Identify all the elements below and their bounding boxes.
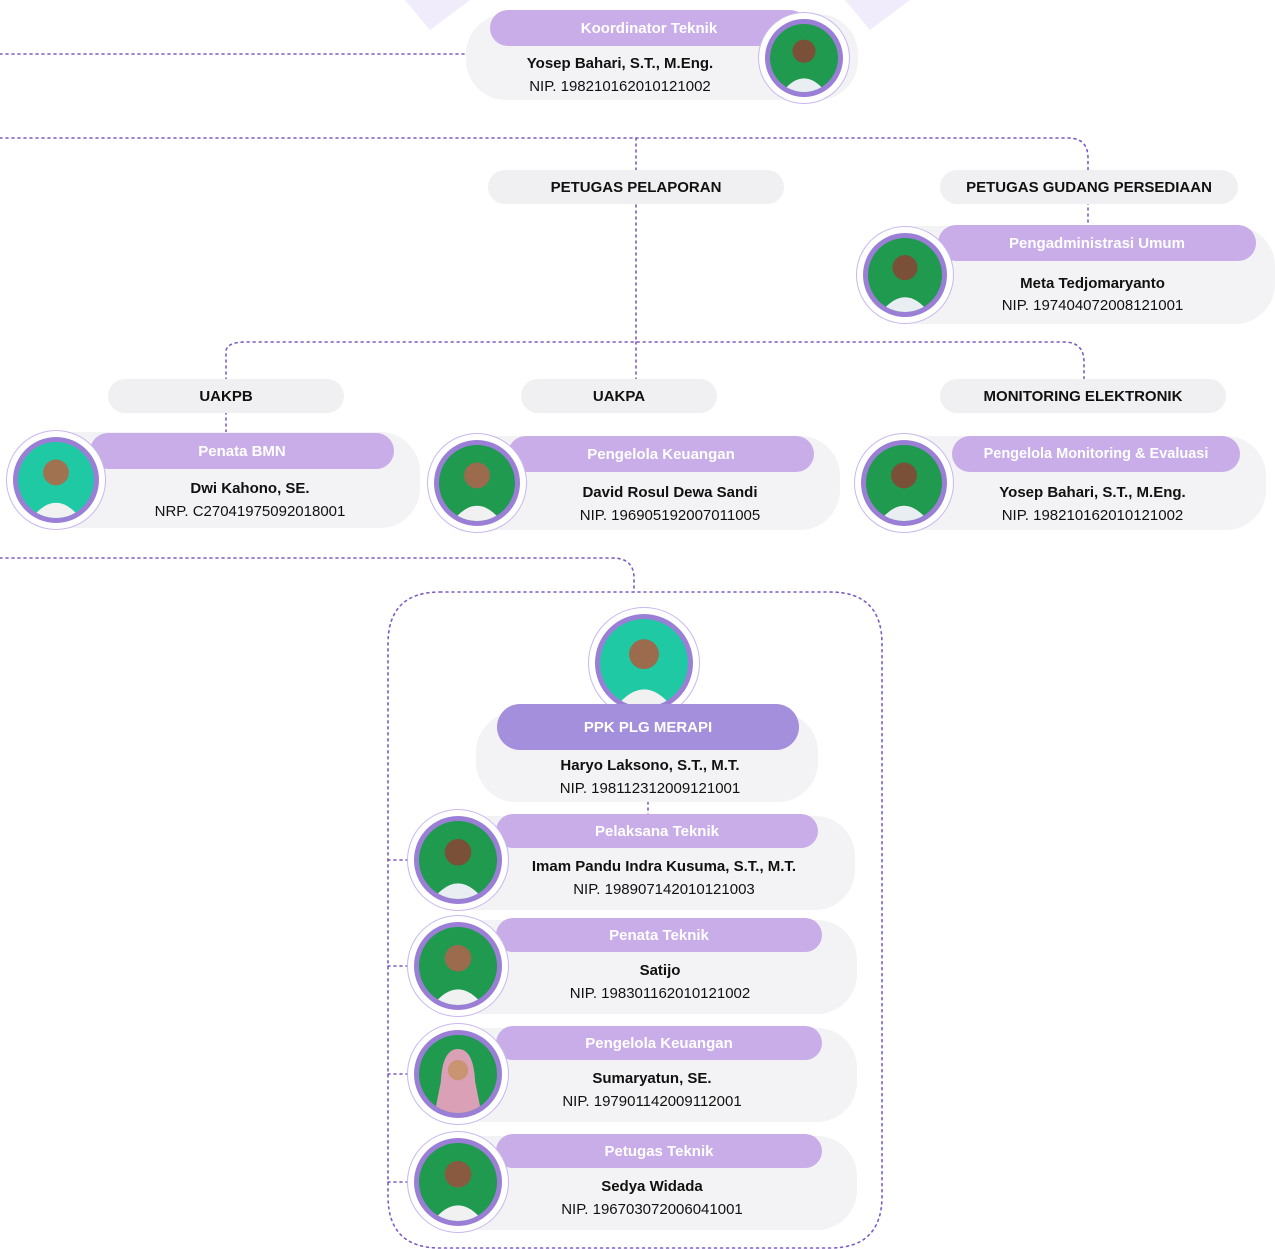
monitoring-avatar	[855, 434, 953, 532]
team-nip-2: NIP. 198301162010121002	[569, 985, 751, 1002]
team-name-4: Sedya Widada	[601, 1178, 703, 1195]
ppk-avatar	[589, 608, 699, 718]
section-petugas-pelaporan: PETUGAS PELAPORAN	[488, 170, 784, 204]
uakpb-avatar	[7, 431, 105, 529]
team-name-3: Sumaryatun, SE.	[592, 1070, 712, 1087]
uakpa-avatar	[428, 434, 526, 532]
section-monitoring-elektronik: MONITORING ELEKTRONIK	[940, 379, 1226, 413]
team-role-2: Penata Teknik	[496, 918, 822, 952]
ppk-title: PPK PLG MERAPI	[497, 704, 799, 750]
team-nip-3: NIP. 197901142009112001	[562, 1093, 742, 1110]
team-nip-1: NIP. 198907142010121003	[573, 881, 755, 898]
team-role-1: Pelaksana Teknik	[496, 814, 818, 848]
uakpb-role: Penata BMN	[90, 433, 394, 469]
team-name-1: Imam Pandu Indra Kusuma, S.T., M.T.	[531, 858, 797, 875]
team-nip-4: NIP. 196703072006041001	[561, 1201, 743, 1218]
team-avatar-1	[408, 810, 508, 910]
coordinator-name: Yosep Bahari, S.T., M.Eng.	[526, 55, 714, 72]
uakpa-nip: NIP. 196905192007011005	[579, 507, 761, 524]
ppk-name: Haryo Laksono, S.T., M.T.	[560, 757, 740, 774]
section-petugas-gudang: PETUGAS GUDANG PERSEDIAAN	[940, 170, 1238, 204]
monitoring-nip: NIP. 198210162010121002	[1001, 507, 1184, 524]
team-role-4: Petugas Teknik	[496, 1134, 822, 1168]
team-avatar-4	[408, 1132, 508, 1232]
coordinator-avatar	[759, 13, 849, 103]
section-uakpa: UAKPA	[521, 379, 717, 413]
gudang-role: Pengadministrasi Umum	[938, 225, 1256, 261]
gudang-name: Meta Tedjomaryanto	[1020, 275, 1165, 292]
gudang-avatar	[857, 227, 953, 323]
uakpb-nip: NRP. C27041975092018001	[154, 503, 346, 520]
team-name-2: Satijo	[639, 962, 681, 979]
team-avatar-2	[408, 916, 508, 1016]
coordinator-nip: NIP. 198210162010121002	[529, 78, 711, 95]
section-uakpb: UAKPB	[108, 379, 344, 413]
uakpb-name: Dwi Kahono, SE.	[190, 480, 310, 497]
monitoring-role: Pengelola Monitoring & Evaluasi	[952, 436, 1240, 472]
gudang-nip: NIP. 197404072008121001	[1001, 297, 1184, 314]
ppk-nip: NIP. 198112312009121001	[559, 780, 741, 797]
team-role-3: Pengelola Keuangan	[496, 1026, 822, 1060]
monitoring-name: Yosep Bahari, S.T., M.Eng.	[999, 484, 1186, 501]
uakpa-role: Pengelola Keuangan	[508, 436, 814, 472]
coordinator-role: Koordinator Teknik	[490, 10, 808, 46]
uakpa-name: David Rosul Dewa Sandi	[582, 484, 758, 501]
team-avatar-3	[408, 1024, 508, 1124]
